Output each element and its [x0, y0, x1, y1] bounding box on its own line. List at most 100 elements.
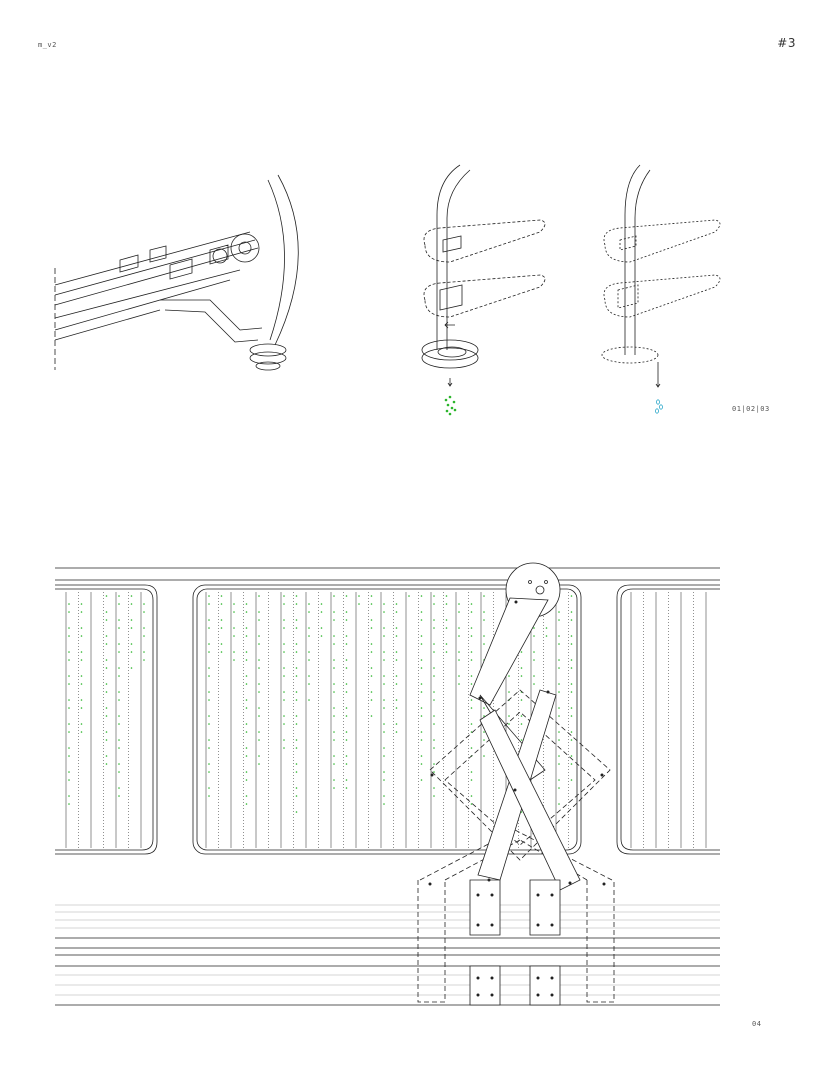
- cleaning-dot: [258, 635, 260, 637]
- cleaning-dot: [233, 635, 235, 637]
- cleaning-dot: [68, 683, 70, 685]
- cleaning-dot: [208, 699, 210, 701]
- cleaning-dot: [258, 595, 260, 597]
- cleaning-dot: [208, 603, 210, 605]
- cleaning-dot: [333, 595, 335, 597]
- cleaning-dot: [233, 611, 235, 613]
- cleaning-dot: [105, 683, 108, 685]
- cleaning-dot: [383, 771, 385, 773]
- cleaning-dot: [383, 627, 385, 629]
- cleaning-dot: [508, 675, 510, 677]
- cleaning-dot: [420, 667, 423, 669]
- cleaning-dot: [208, 795, 210, 797]
- cleaning-dot: [420, 731, 423, 733]
- cleaning-dot: [295, 667, 298, 669]
- cleaning-dot: [520, 739, 523, 741]
- cleaning-dot: [408, 595, 410, 597]
- cleaning-dot: [118, 651, 120, 653]
- cleaning-dot: [220, 651, 223, 653]
- cleaning-dot: [383, 611, 385, 613]
- cleaning-dot: [220, 595, 223, 597]
- cleaning-dot: [470, 603, 473, 605]
- cleaning-dot: [68, 723, 70, 725]
- cleaning-dot: [143, 635, 145, 637]
- cleaning-dot: [420, 691, 423, 693]
- cleaning-dot: [558, 763, 560, 765]
- cleaning-dot: [383, 651, 385, 653]
- page-number: 04: [752, 1020, 762, 1028]
- cleaning-dot: [420, 683, 423, 685]
- cleaning-dot: [130, 603, 133, 605]
- cleaning-dot: [283, 675, 285, 677]
- cleaning-dot: [333, 691, 335, 693]
- cleaning-dot: [483, 755, 485, 757]
- cleaning-dot: [245, 659, 248, 661]
- cleaning-dot: [295, 795, 298, 797]
- cleaning-dot: [345, 635, 348, 637]
- cleaning-dot: [245, 779, 248, 781]
- cleaning-dot: [80, 627, 83, 629]
- cleaning-dot: [130, 667, 133, 669]
- cleaning-dot: [433, 787, 435, 789]
- page-id-label: m_v2: [38, 41, 57, 49]
- cleaning-dot: [283, 667, 285, 669]
- cleaning-dot: [295, 619, 298, 621]
- cleaning-dot: [208, 651, 210, 653]
- cleaning-dot: [345, 787, 348, 789]
- cleaning-dot: [370, 691, 373, 693]
- cleaning-dot: [68, 675, 70, 677]
- cleaning-dot: [233, 627, 235, 629]
- cleaning-dot: [433, 643, 435, 645]
- cleaning-dot: [333, 763, 335, 765]
- cleaning-dot: [383, 755, 385, 757]
- cleaning-dot: [333, 731, 335, 733]
- cleaning-dot: [308, 627, 310, 629]
- cleaning-dot: [118, 627, 120, 629]
- cleaning-dot: [383, 747, 385, 749]
- cleaning-dot: [105, 643, 108, 645]
- cleaning-dot: [143, 627, 145, 629]
- cleaning-dot: [358, 595, 360, 597]
- cleaning-dot: [470, 611, 473, 613]
- cleaning-dot: [68, 803, 70, 805]
- cleaning-dot: [105, 595, 108, 597]
- cleaning-dot: [483, 731, 485, 733]
- cleaning-dot: [458, 635, 460, 637]
- cleaning-dot: [558, 691, 560, 693]
- cleaning-dot: [558, 779, 560, 781]
- cleaning-dot: [570, 755, 573, 757]
- cleaning-dot: [320, 611, 323, 613]
- cleaning-dot: [233, 659, 235, 661]
- cleaning-dot: [370, 627, 373, 629]
- cleaning-dot: [308, 659, 310, 661]
- cleaning-dot: [345, 755, 348, 757]
- cleaning-dot: [220, 603, 223, 605]
- cleaning-dot: [370, 619, 373, 621]
- cleaning-dot: [508, 715, 510, 717]
- cleaning-dot: [370, 643, 373, 645]
- cleaning-dot: [80, 651, 83, 653]
- rail-machine-figure: [54, 174, 299, 371]
- cleaning-dot: [420, 715, 423, 717]
- cleaning-dot: [570, 611, 573, 613]
- cleaning-dot: [333, 787, 335, 789]
- cleaning-dot: [208, 763, 210, 765]
- cleaning-dot: [370, 675, 373, 677]
- cleaning-dot: [433, 739, 435, 741]
- cleaning-dot: [105, 707, 108, 709]
- cleaning-dot: [570, 731, 573, 733]
- cleaning-dot: [570, 779, 573, 781]
- cleaning-dot: [558, 643, 560, 645]
- cleaning-dot: [245, 603, 248, 605]
- cleaning-dot: [295, 811, 298, 813]
- cleaning-dot: [470, 795, 473, 797]
- cleaning-dot: [383, 603, 385, 605]
- cleaning-dot: [395, 723, 398, 725]
- cleaning-dot: [283, 643, 285, 645]
- cleaning-dot: [433, 763, 435, 765]
- cleaning-dot: [470, 675, 473, 677]
- cleaning-dot: [345, 619, 348, 621]
- cleaning-dot: [433, 699, 435, 701]
- cleaning-dot: [445, 595, 448, 597]
- cleaning-dot: [68, 747, 70, 749]
